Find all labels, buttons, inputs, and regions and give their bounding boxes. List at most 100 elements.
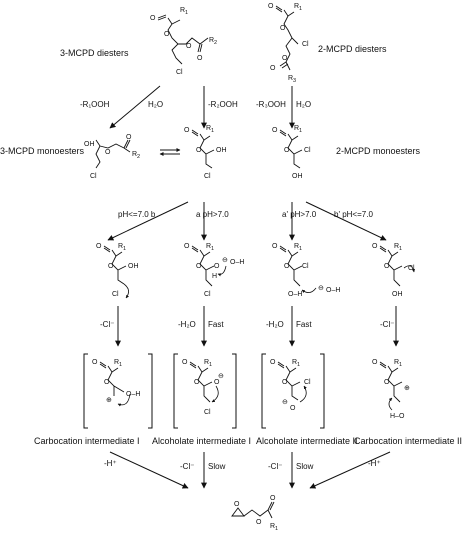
arrow-to-3mcpd-monoester-left — [109, 85, 161, 129]
svg-text:O: O — [197, 55, 203, 62]
cond-fast-2: Fast — [296, 320, 312, 329]
cond-minus-cl-2: -Cl⁻ — [380, 320, 394, 329]
cond-minus-h2o-2: -H₂O — [266, 320, 284, 329]
svg-text:R: R — [294, 125, 299, 132]
svg-text:O: O — [284, 263, 290, 270]
svg-text:O: O — [284, 147, 290, 154]
svg-text:O–H: O–H — [326, 287, 340, 294]
svg-text:O: O — [268, 3, 274, 10]
structure-alcoholate-2: O R 1 O Cl O ⊖ — [261, 353, 325, 429]
cond-h2o-a: H₂O — [148, 100, 163, 109]
structure-3mcpd-monoester-isomer: OH O O R 2 Cl — [84, 134, 140, 180]
svg-text:OH: OH — [292, 173, 303, 180]
svg-text:O–H: O–H — [230, 259, 244, 266]
svg-text:O: O — [280, 25, 286, 32]
svg-text:O–H: O–H — [126, 391, 140, 398]
svg-text:1: 1 — [299, 128, 302, 134]
svg-text:O: O — [234, 501, 240, 508]
svg-text:OH: OH — [128, 263, 139, 270]
svg-text:1: 1 — [299, 6, 302, 12]
svg-text:O: O — [196, 147, 202, 154]
svg-text:1: 1 — [297, 362, 300, 368]
svg-text:3: 3 — [293, 78, 296, 84]
svg-text:Cl: Cl — [204, 173, 211, 180]
svg-text:1: 1 — [399, 246, 402, 252]
label-2mcpd-monoesters: 2-MCPD monoesters — [336, 146, 421, 156]
cond-h2o-b: H₂O — [296, 100, 311, 109]
svg-text:O: O — [270, 359, 276, 366]
svg-text:R: R — [204, 359, 209, 366]
equilibrium-arrow — [159, 148, 181, 156]
svg-text:O: O — [105, 149, 111, 156]
structure-path-b-start: O R 1 O OH Cl — [96, 243, 139, 299]
svg-text:OH: OH — [84, 141, 95, 148]
svg-text:Cl: Cl — [408, 265, 415, 272]
svg-text:R: R — [209, 37, 214, 44]
svg-text:O: O — [196, 263, 202, 270]
svg-text:1: 1 — [123, 246, 126, 252]
svg-text:Cl: Cl — [302, 41, 309, 48]
svg-text:O: O — [270, 495, 276, 502]
cond-fast-1: Fast — [208, 320, 224, 329]
structure-carbocation-2: O R 1 O ⊕ H–O — [372, 359, 410, 420]
svg-text:1: 1 — [209, 362, 212, 368]
svg-text:Cl: Cl — [302, 263, 309, 270]
svg-text:⊖: ⊖ — [218, 373, 224, 380]
svg-text:O: O — [282, 379, 288, 386]
cond-path-b: pH<=7.0 b — [118, 210, 156, 219]
svg-text:R: R — [294, 243, 299, 250]
svg-text:1: 1 — [211, 128, 214, 134]
cond-minus-cl-4: -Cl⁻ — [268, 462, 282, 471]
arrow-final-4 — [309, 451, 391, 489]
structure-carbocation-1: O R 1 O O–H ⊕ — [83, 353, 153, 429]
svg-text:O–H: O–H — [288, 291, 302, 298]
svg-text:O: O — [108, 263, 114, 270]
svg-text:1: 1 — [399, 362, 402, 368]
svg-text:H: H — [212, 273, 217, 280]
svg-text:Cl: Cl — [112, 291, 119, 298]
cond-path-a: a pH>7.0 — [196, 210, 229, 219]
svg-text:OH: OH — [216, 147, 227, 154]
svg-text:R: R — [118, 243, 123, 250]
structure-2mcpd-monoester: O R 1 O Cl OH — [272, 125, 311, 180]
svg-text:1: 1 — [185, 10, 188, 16]
structure-glycidyl-ester: O O O R 1 — [231, 495, 278, 532]
svg-text:O: O — [150, 15, 156, 22]
svg-text:O: O — [126, 134, 132, 141]
label-3mcpd-diesters: 3-MCPD diesters — [60, 48, 129, 58]
svg-text:Cl: Cl — [204, 291, 211, 298]
svg-text:Cl: Cl — [304, 379, 311, 386]
svg-text:R: R — [114, 359, 119, 366]
cond-minus-cl-1: -Cl⁻ — [100, 320, 114, 329]
svg-text:1: 1 — [119, 362, 122, 368]
structure-3mcpd-monoester: O R 1 O OH Cl — [184, 125, 227, 180]
svg-text:O: O — [182, 359, 188, 366]
cond-minus-cl-3: -Cl⁻ — [180, 462, 194, 471]
svg-text:R: R — [288, 75, 293, 82]
arrow-path-b — [107, 201, 189, 241]
cond-minus-h-1: -H⁺ — [104, 459, 117, 468]
svg-text:OH: OH — [392, 291, 403, 298]
svg-text:R: R — [394, 359, 399, 366]
svg-text:2: 2 — [137, 154, 140, 160]
svg-text:⊖: ⊖ — [318, 285, 324, 292]
svg-text:O: O — [214, 263, 220, 270]
structure-2mcpd-diester: O R 1 O Cl O O R 3 — [268, 3, 309, 84]
cond-r1ooh: -R₁OOH — [80, 100, 110, 109]
svg-text:R: R — [206, 243, 211, 250]
svg-text:1: 1 — [211, 246, 214, 252]
svg-text:O: O — [372, 243, 378, 250]
svg-text:O: O — [92, 359, 98, 366]
svg-text:O: O — [256, 519, 262, 526]
svg-text:O: O — [104, 379, 110, 386]
svg-text:Cl: Cl — [304, 147, 311, 154]
svg-text:O: O — [290, 405, 296, 412]
svg-text:R: R — [206, 125, 211, 132]
cond-slow-1: Slow — [208, 462, 226, 471]
svg-text:O: O — [272, 243, 278, 250]
label-alcoholate-1: Alcoholate intermediate I — [152, 436, 251, 446]
cond-r2ooh: -R₂OOH — [208, 100, 238, 109]
cond-slow-2: Slow — [296, 462, 314, 471]
svg-text:⊖: ⊖ — [222, 257, 228, 264]
